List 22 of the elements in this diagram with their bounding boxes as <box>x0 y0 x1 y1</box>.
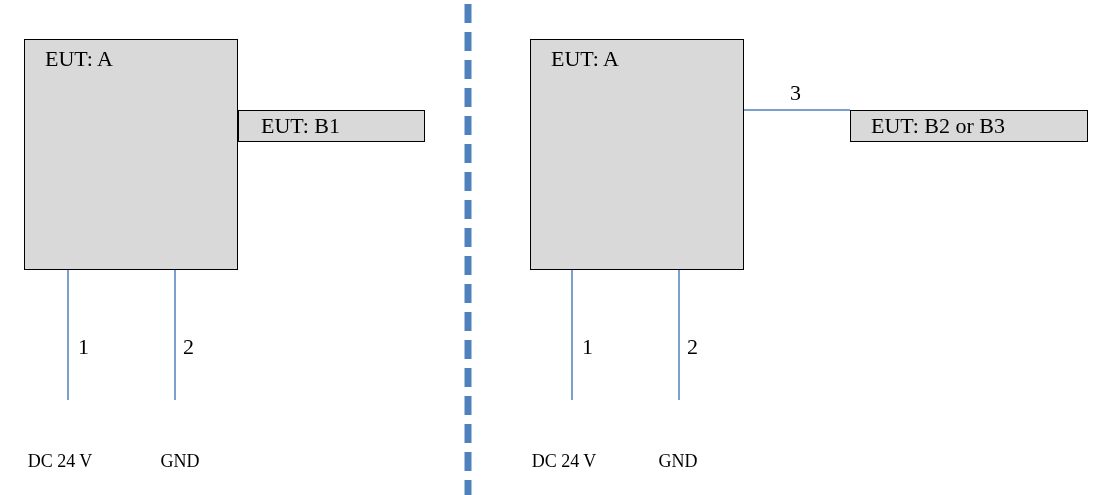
device-box <box>850 110 1088 142</box>
terminal-label: DC 24 V <box>531 451 597 472</box>
wire-number: 2 <box>183 336 194 358</box>
wire-number: 2 <box>687 336 698 358</box>
wire-line <box>678 269 680 401</box>
device-label: EUT: A <box>551 46 619 72</box>
device-box <box>24 39 238 270</box>
terminal-label: GND <box>160 451 200 472</box>
device-label: EUT: B2 or B3 <box>871 113 1005 139</box>
wire-number: 1 <box>582 336 593 358</box>
terminal-label: DC 24 V <box>27 451 93 472</box>
terminal-label: GND <box>658 451 698 472</box>
wire-line <box>174 269 176 401</box>
device-box <box>238 110 425 142</box>
wire-line <box>743 109 851 111</box>
wire-line <box>571 269 573 401</box>
device-label: EUT: B1 <box>261 113 340 139</box>
device-label: EUT: A <box>45 46 113 72</box>
device-box <box>530 39 744 270</box>
wire-number: 1 <box>78 336 89 358</box>
wire-line <box>67 269 69 401</box>
wire-number: 3 <box>790 82 801 104</box>
